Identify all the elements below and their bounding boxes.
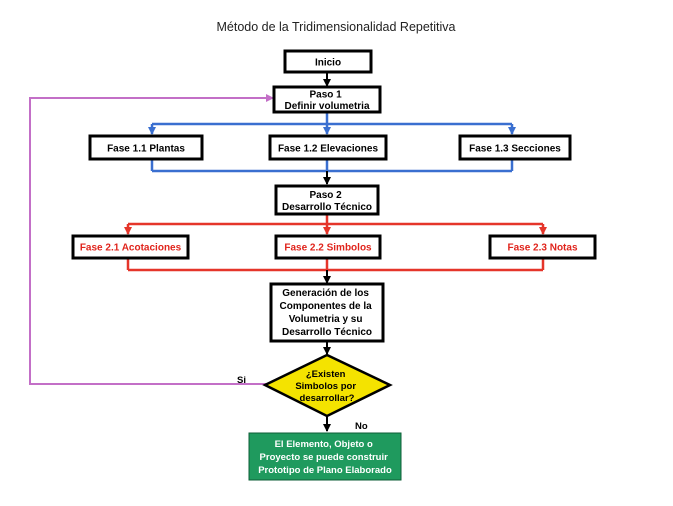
svg-text:Fase 2.1 Acotaciones: Fase 2.1 Acotaciones [80,243,182,254]
svg-text:Fase 1.3 Secciones: Fase 1.3 Secciones [469,144,561,155]
node-final: El Elemento, Objeto o Proyecto se puede … [248,432,402,481]
loop-back-si-connector [29,94,274,385]
node-paso1-line-2: Definir volumetria [284,101,369,112]
node-inicio-line: Inicio [315,58,341,69]
node-fase-1-2: Fase 1.2 Elevaciones [268,134,388,161]
svg-text:Fase 2.2 Simbolos: Fase 2.2 Simbolos [284,243,372,254]
svg-text:Generación de los Compon: Generación de los Componentes de la Volu… [279,288,374,338]
node-fase-2-3: Fase 2.3 Notas [488,234,597,260]
node-generacion-line-1: Generación de los [282,288,369,299]
node-paso2-line-2: Desarrollo Técnico [282,202,372,213]
svg-text:Fase 2.3 Notas: Fase 2.3 Notas [507,243,577,254]
node-generacion-line-4: Desarrollo Técnico [282,327,372,338]
node-fase-2-3-label: Fase 2.3 Notas [507,243,577,254]
node-fase-1-1: Fase 1.1 Plantas [88,134,204,161]
node-decision-line-1: ¿Existen [306,369,346,380]
svg-text:Fase 1.1 Plantas: Fase 1.1 Plantas [107,144,185,155]
node-fase-1-1-label: Fase 1.1 Plantas [107,144,185,155]
node-final-line-1: El Elemento, Objeto o [275,439,373,450]
node-fase-2-2: Fase 2.2 Simbolos [274,234,382,260]
blue-branch-merge [150,159,514,173]
node-paso2: Paso 2 Desarrollo Técnico [274,184,380,216]
node-generacion-line-2: Componentes de la [279,301,372,312]
diagram-title: Método de la Tridimensionalidad Repetiti… [216,20,455,34]
node-inicio: Inicio [283,49,373,74]
node-fase-1-3-label: Fase 1.3 Secciones [469,144,561,155]
node-fase-2-2-label: Fase 2.2 Simbolos [284,243,372,254]
svg-text:Paso 2 Desarrollo Técnic: Paso 2 Desarrollo Técnico [282,190,372,213]
svg-text:El Elemento, Objeto o Pr: El Elemento, Objeto o Proyecto se puede … [258,439,392,476]
node-final-line-3: Prototipo de Plano Elaborado [258,465,392,476]
label-no: No [355,421,368,432]
node-decision-line-2: Simbolos por [295,381,356,392]
svg-text:Fase 1.2 Elevaciones: Fase 1.2 Elevaciones [278,144,379,155]
node-paso1-line-1: Paso 1 [309,90,342,101]
node-paso2-line-1: Paso 2 [309,190,342,201]
node-decision: ¿Existen Simbolos por desarrollar? [262,353,393,418]
node-paso1: Paso 1 Definir volumetria [272,85,382,114]
red-branch-split [124,214,547,235]
node-fase-1-3: Fase 1.3 Secciones [458,134,572,161]
node-fase-2-1-label: Fase 2.1 Acotaciones [80,243,182,254]
node-fase-2-1: Fase 2.1 Acotaciones [71,234,190,260]
node-decision-line-3: desarrollar? [300,393,355,404]
svg-text:Inicio: Inicio [315,58,341,69]
label-si: Si [237,375,246,386]
node-generacion: Generación de los Componentes de la Volu… [269,282,385,343]
node-fase-1-2-label: Fase 1.2 Elevaciones [278,144,379,155]
svg-text:¿Existen Simbolos por: ¿Existen Simbolos por desarrollar? [295,369,358,404]
blue-branch-split [148,112,516,135]
node-final-line-2: Proyecto se puede construir [260,452,389,463]
red-branch-merge [126,258,545,272]
node-generacion-line-3: Volumetria y su [289,314,363,325]
svg-text:Paso 1 Definir volumetri: Paso 1 Definir volumetria [284,90,369,113]
